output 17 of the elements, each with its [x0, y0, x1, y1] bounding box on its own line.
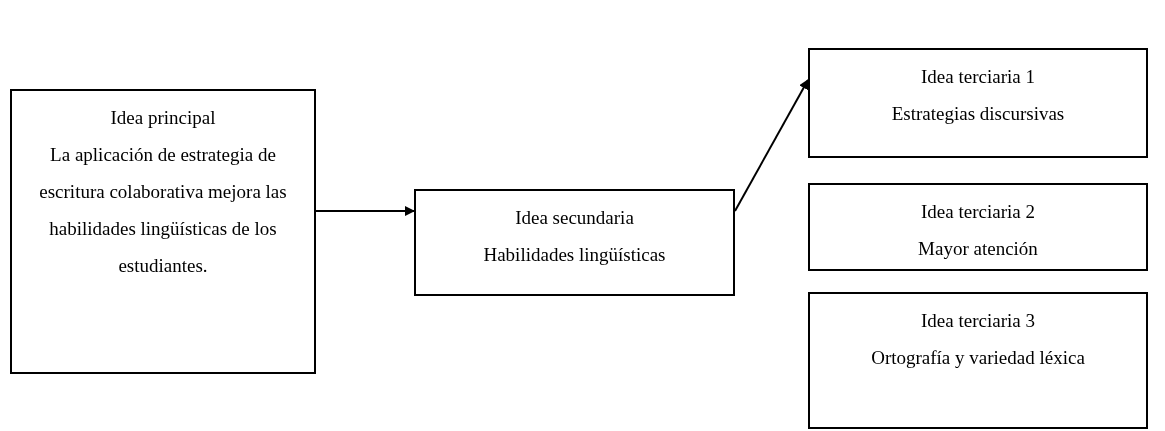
text-box: [808, 183, 1148, 271]
node-text: Estrategias discursivas: [890, 102, 1066, 126]
node-heading: Idea terciaria 2: [920, 200, 1036, 224]
text-box: [808, 292, 1148, 429]
arrow: [734, 78, 809, 213]
text-box: [808, 48, 1148, 158]
node-text: La aplicación de estrategia de escritura colaborativa mejora las habilidades lingüísticas de los estudiantes.: [38, 143, 288, 278]
node-heading: Idea secundaria: [514, 206, 635, 230]
arrow: [315, 206, 415, 217]
node-heading: Idea terciaria 1: [920, 65, 1036, 89]
text-box: [10, 89, 316, 374]
node-heading: Idea terciaria 3: [920, 309, 1036, 333]
node-text: Habilidades lingüísticas: [482, 243, 667, 267]
text-box: [414, 189, 735, 296]
node-heading: Idea principal: [109, 106, 217, 130]
node-text: Mayor atención: [917, 237, 1039, 261]
node-text: Ortografía y variedad léxica: [870, 346, 1086, 370]
